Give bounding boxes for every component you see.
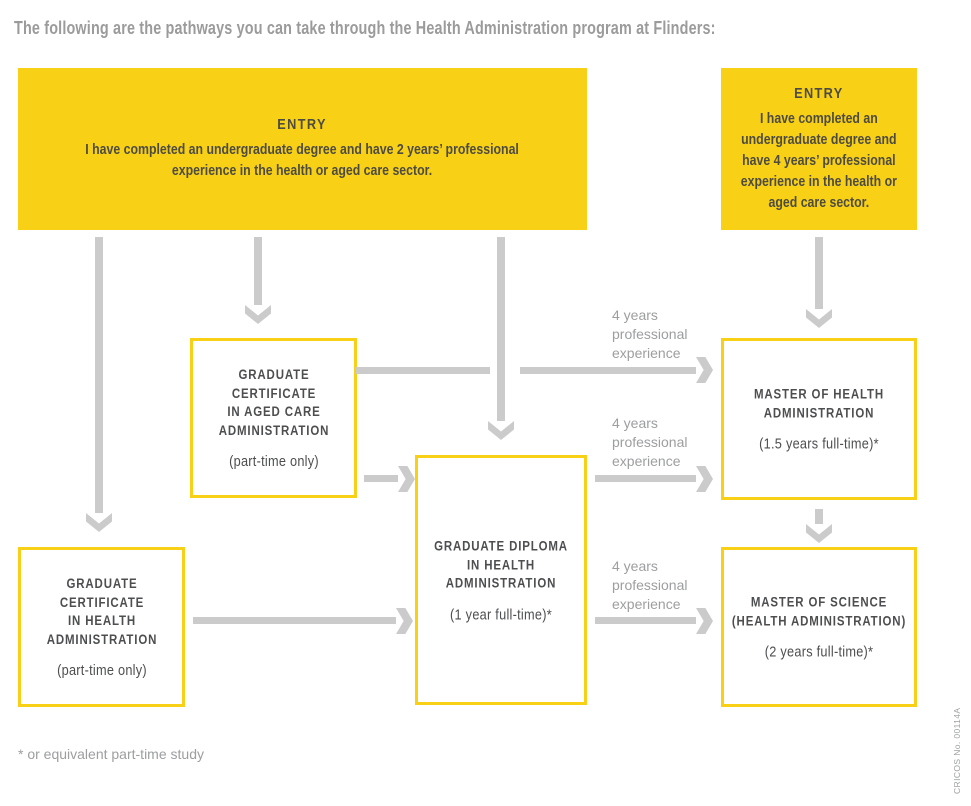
course-name: MASTER OF SCIENCE (HEALTH ADMINISTRATION… [732,594,906,631]
label-line: 4 years [612,558,658,574]
course-name-line: ADMINISTRATION [763,405,875,420]
label-4-years-experience-bottom: 4 years professional experience [612,557,688,614]
arrow-right-icon [398,466,415,492]
course-name-line: GRADUATE DIPLOMA [434,538,568,554]
label-line: experience [612,596,681,612]
arrow-right-icon [696,466,713,492]
arrow-down-icon [86,513,112,532]
label-4-years-experience-top: 4 years professional experience [612,306,688,363]
course-duration: (1.5 years full-time)* [759,435,879,453]
label-line: 4 years [612,415,658,431]
label-line: professional [612,326,688,342]
course-name-line: ADMINISTRATION [46,631,157,647]
course-name: GRADUATE CERTIFICATE IN HEALTH ADMINISTR… [46,575,157,649]
entry-description-line: experience in the health or [740,173,898,190]
course-name-line: (HEALTH ADMINISTRATION) [731,613,907,628]
course-name-line: IN HEALTH [467,556,535,572]
box-grad-cert-health-admin: GRADUATE CERTIFICATE IN HEALTH ADMINISTR… [18,547,185,707]
entry-description-line: I have completed an undergraduate degree… [85,142,520,158]
course-duration: (1 year full-time)* [450,605,552,623]
label-line: experience [612,453,681,469]
arrow-down-icon [488,421,514,440]
entry-description-line: aged care sector. [768,194,870,211]
footnote: * or equivalent part-time study [18,746,204,762]
entry-description: I have completed an undergraduate degree… [86,140,520,182]
arrow-right-icon [696,357,713,383]
entry-description-line: have 4 years’ professional [742,152,896,169]
arrow-down-icon [806,309,832,328]
course-name-line: CERTIFICATE [59,594,144,610]
course-name: MASTER OF HEALTH ADMINISTRATION [754,386,884,423]
entry-description-line: I have completed an [760,110,878,127]
label-4-years-experience-middle: 4 years professional experience [612,414,688,471]
arrow-down-icon [806,524,832,543]
entry-heading: ENTRY [277,116,328,133]
label-line: experience [612,345,681,361]
label-line: 4 years [612,307,658,323]
course-duration: (part-time only) [228,453,319,470]
entry-description-line: undergraduate degree and [741,131,897,148]
course-name-line: MASTER OF SCIENCE [750,594,888,610]
course-name-line: ADMINISTRATION [445,575,557,591]
label-line: professional [612,577,688,593]
box-master-health-admin: MASTER OF HEALTH ADMINISTRATION (1.5 yea… [721,338,917,500]
entry-box-2-years: ENTRY I have completed an undergraduate … [18,68,587,230]
arrow-right-icon [396,608,413,634]
entry-description: I have completed an undergraduate degree… [741,109,897,214]
course-name-line: MASTER OF HEALTH [753,386,885,402]
course-duration: (2 years full-time)* [764,643,874,661]
course-name-line: GRADUATE [66,576,137,591]
course-name: GRADUATE CERTIFICATE IN AGED CARE ADMINI… [218,366,329,440]
course-name-line: GRADUATE [238,367,309,382]
entry-heading: ENTRY [794,84,844,102]
course-name-line: ADMINISTRATION [218,422,329,438]
arrow-down-icon [245,305,271,324]
course-name: GRADUATE DIPLOMA IN HEALTH ADMINISTRATIO… [434,537,568,593]
box-master-science-health-admin: MASTER OF SCIENCE (HEALTH ADMINISTRATION… [721,547,917,707]
cricos-number: CRICOS No. 00114A [952,707,962,794]
label-line: professional [612,434,688,450]
entry-box-4-years: ENTRY I have completed an undergraduate … [721,68,917,230]
course-name-line: IN HEALTH [67,613,136,628]
course-name-line: IN AGED CARE [226,404,321,419]
box-grad-cert-aged-care-admin: GRADUATE CERTIFICATE IN AGED CARE ADMINI… [190,338,357,498]
page-title: The following are the pathways you can t… [14,18,716,38]
box-grad-diploma-health-admin: GRADUATE DIPLOMA IN HEALTH ADMINISTRATIO… [415,455,587,705]
entry-description-line: experience in the health or aged care se… [172,163,433,179]
course-duration: (part-time only) [56,662,147,679]
course-name-line: CERTIFICATE [231,385,316,401]
arrow-right-icon [696,608,713,634]
